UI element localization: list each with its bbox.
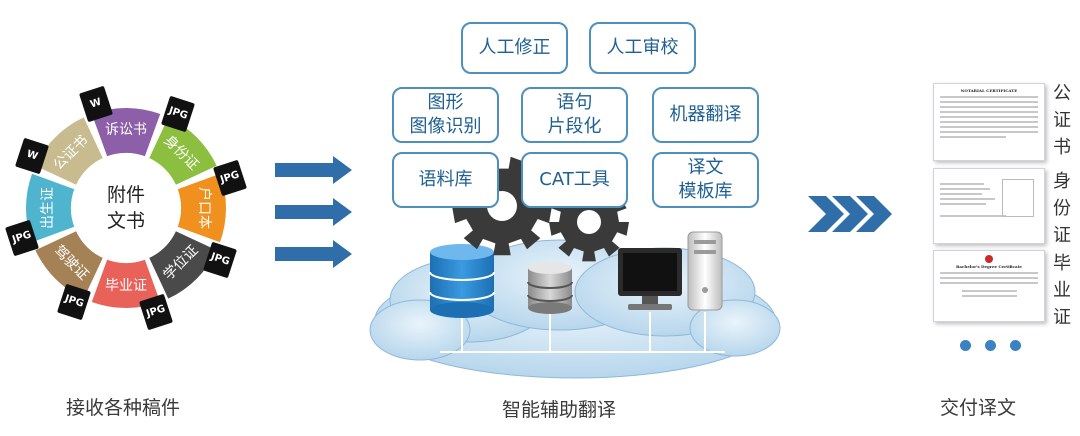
ring-segment (149, 117, 217, 185)
emblem-icon (985, 255, 993, 263)
label-notarial: 公证书 (1053, 83, 1071, 158)
gear-hole (577, 210, 601, 234)
arrow-bottom (275, 240, 352, 268)
caption-receive: 接收各种稿件 (66, 397, 181, 419)
label-degree: 毕业证 (1053, 253, 1071, 328)
doc-title: NOTARIAL CERTIFICATE (960, 88, 1018, 93)
box-corpus: 语料库 (392, 152, 499, 208)
network-lines (440, 312, 725, 353)
monitor-icon (618, 248, 682, 310)
chevron-1 (808, 196, 844, 232)
center-line-1: 附件 (106, 184, 145, 206)
input-arrows (275, 156, 352, 268)
computer-tower-icon (687, 231, 723, 311)
segment-label: 毕业证 (105, 278, 147, 294)
doc-title: Bachelor's Degree Certificate (956, 264, 1022, 269)
ring-segment (177, 173, 226, 243)
box-cat-tools: CAT工具 (521, 152, 628, 208)
arrow-top (275, 156, 352, 184)
box-translation-templates: 译文 模板库 (652, 152, 759, 208)
center-line-2: 文书 (106, 210, 145, 232)
more-dot-3 (1010, 340, 1021, 351)
output-chevrons (808, 196, 892, 232)
doc-notarial-certificate: NOTARIAL CERTIFICATE (933, 83, 1045, 161)
more-dot-2 (985, 340, 996, 351)
ring-segment (35, 117, 103, 185)
label-id-card: 身份证 (1053, 171, 1071, 246)
caption-deliver: 交付译文 (940, 397, 1017, 419)
segment-label: 出生证 (40, 187, 56, 229)
arrow-middle (275, 198, 352, 226)
more-dot-1 (960, 340, 971, 351)
document-ring (26, 107, 226, 308)
box-sentence-segmentation: 语句 片段化 (521, 87, 628, 143)
ring-segment (149, 231, 217, 299)
box-machine-translation: 机器翻译 (652, 87, 759, 143)
database-icon (429, 244, 495, 318)
ring-segment (26, 173, 75, 243)
segment-label: 诉讼书 (105, 122, 147, 138)
box-manual-review: 人工审校 (589, 22, 696, 74)
doc-degree-certificate: Bachelor's Degree Certificate (933, 250, 1045, 322)
chevron-3 (856, 196, 892, 232)
box-image-recognition: 图形 图像识别 (392, 87, 499, 143)
box-manual-correction: 人工修正 (461, 22, 568, 74)
caption-smart-translate: 智能辅助翻译 (502, 399, 617, 421)
ring-center-text: 附件 文书 (96, 182, 156, 234)
server-icon (527, 262, 573, 314)
chevron-2 (832, 196, 868, 232)
segment-label: 户口本 (196, 187, 212, 229)
ring-segment (35, 231, 103, 299)
ring-center (71, 153, 181, 263)
ring-segment (91, 107, 161, 157)
ring-segment (91, 259, 161, 308)
photo-placeholder (1002, 179, 1034, 217)
doc-id-card (933, 168, 1045, 244)
